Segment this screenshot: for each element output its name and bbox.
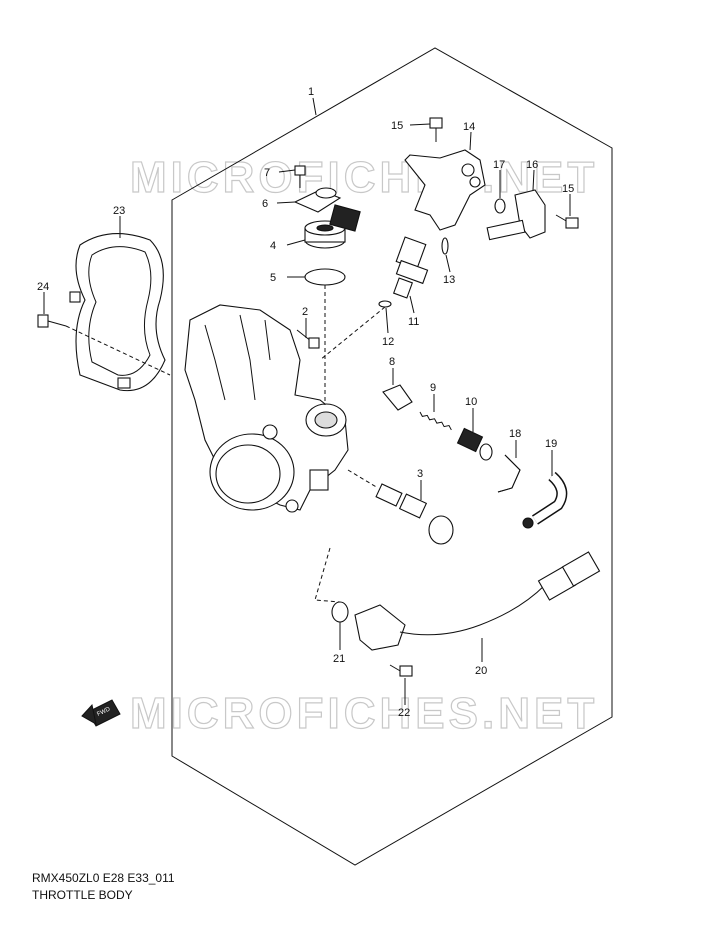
part-19-elbow bbox=[522, 471, 568, 529]
part-15-bolt-right bbox=[555, 214, 579, 229]
part-23-cover bbox=[69, 233, 166, 392]
callouts: 1 2 3 4 5 6 7 8 9 10 11 12 13 14 15 15 1… bbox=[37, 86, 574, 719]
callout-20: 20 bbox=[475, 665, 487, 677]
callout-14: 14 bbox=[463, 121, 475, 133]
part-10-knob bbox=[456, 427, 493, 461]
part-3-plunger bbox=[347, 469, 454, 545]
part-14-bracket bbox=[404, 149, 486, 231]
part-15-bolt-top bbox=[429, 117, 443, 142]
callout-18: 18 bbox=[509, 428, 521, 440]
callout-21: 21 bbox=[333, 653, 345, 665]
assembly-outline bbox=[171, 47, 613, 866]
part-1-throttle-body bbox=[184, 304, 349, 513]
callout-24: 24 bbox=[37, 281, 49, 293]
part-11-injector bbox=[392, 236, 429, 299]
part-8-pin bbox=[382, 384, 413, 411]
callout-6: 6 bbox=[262, 198, 268, 210]
callout-10: 10 bbox=[465, 396, 477, 408]
fwd-arrow-icon: FWD bbox=[81, 699, 121, 727]
watermark-bottom: MICROFICHES.NET bbox=[130, 689, 598, 738]
callout-12: 12 bbox=[382, 336, 394, 348]
part-20-sensor-harness bbox=[354, 551, 601, 651]
part-6-clamp bbox=[293, 187, 342, 213]
callout-4: 4 bbox=[270, 240, 276, 252]
fwd-label: FWD bbox=[96, 706, 112, 717]
leader-lines bbox=[43, 97, 571, 705]
callout-8: 8 bbox=[389, 356, 395, 368]
part-4-nut bbox=[304, 220, 346, 249]
part-13-o-ring bbox=[441, 237, 449, 255]
part-16-fitting bbox=[486, 189, 546, 241]
part-17-washer bbox=[494, 198, 506, 214]
callout-15-top: 15 bbox=[391, 120, 403, 132]
callout-17: 17 bbox=[493, 159, 505, 171]
callout-2: 2 bbox=[302, 306, 308, 318]
callout-7: 7 bbox=[264, 167, 270, 179]
callout-13: 13 bbox=[443, 274, 455, 286]
callout-15-right: 15 bbox=[562, 183, 574, 195]
model-code: RMX450ZL0 E28 E33_011 bbox=[32, 871, 175, 885]
part-5-o-ring bbox=[304, 268, 346, 286]
callout-11: 11 bbox=[408, 316, 419, 328]
part-24-bolt bbox=[37, 314, 171, 376]
part-12-o-ring bbox=[378, 300, 392, 308]
callout-5: 5 bbox=[270, 272, 276, 284]
callout-1: 1 bbox=[308, 86, 314, 98]
callout-22: 22 bbox=[398, 707, 410, 719]
part-22-bolt bbox=[389, 664, 413, 677]
part-18-hose bbox=[497, 454, 521, 493]
diagram-title: THROTTLE BODY bbox=[32, 888, 133, 902]
callout-16: 16 bbox=[526, 159, 538, 171]
part-21-o-ring bbox=[331, 601, 349, 623]
part-2-screw bbox=[296, 329, 320, 349]
part-4-connector bbox=[329, 204, 361, 232]
callout-19: 19 bbox=[545, 438, 557, 450]
callout-23: 23 bbox=[113, 205, 125, 217]
callout-3: 3 bbox=[417, 468, 423, 480]
callout-9: 9 bbox=[430, 382, 436, 394]
part-9-spring bbox=[419, 411, 452, 431]
